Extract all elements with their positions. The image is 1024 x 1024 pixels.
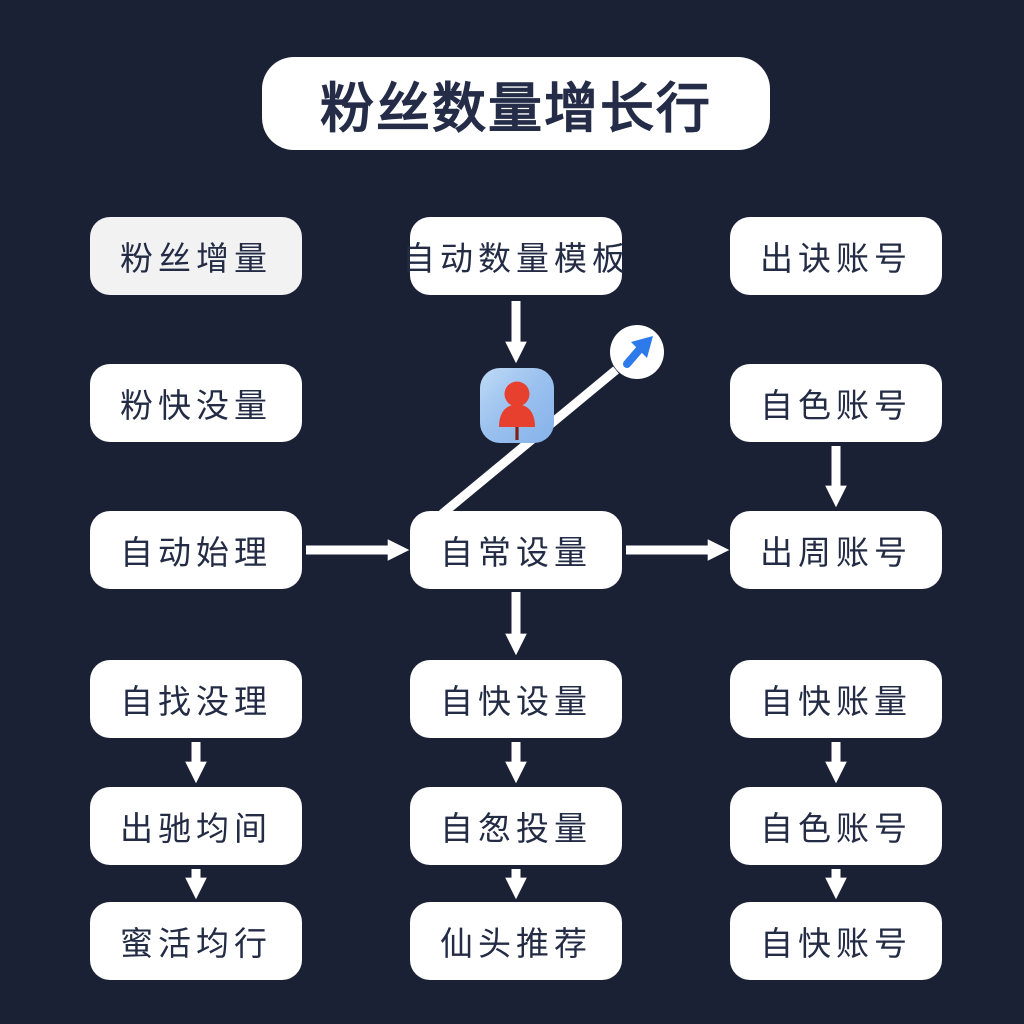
person-pin-icon — [480, 368, 554, 443]
node-left-5: 出驰均间 — [90, 787, 302, 865]
title-box: 粉丝数量增长行 — [262, 57, 770, 150]
node-right-4: 自快账量 — [730, 660, 942, 738]
cursor-arrow-icon — [610, 325, 664, 379]
node-left-1: 粉丝增量 — [90, 217, 302, 295]
person-pin-glyph — [499, 381, 535, 440]
node-middle-5: 仙头推荐 — [410, 902, 622, 980]
node-right-6: 自快账号 — [730, 902, 942, 980]
node-left-2: 粉快没量 — [90, 364, 302, 442]
node-right-1: 出诀账号 — [730, 217, 942, 295]
node-left-4: 自找没理 — [90, 660, 302, 738]
page-title: 粉丝数量增长行 — [320, 79, 712, 139]
node-right-5: 自色账号 — [730, 787, 942, 865]
node-right-3: 出周账号 — [730, 511, 942, 589]
node-middle-1: 自动数量模板 — [402, 217, 625, 295]
node-middle-3: 自快设量 — [410, 660, 622, 738]
node-middle-4: 自怱投量 — [410, 787, 622, 865]
node-right-2: 自色账号 — [730, 364, 942, 442]
node-left-6: 蜜活均行 — [90, 902, 302, 980]
node-left-3: 自动始理 — [90, 511, 302, 589]
node-middle-2: 自常设量 — [410, 511, 622, 589]
